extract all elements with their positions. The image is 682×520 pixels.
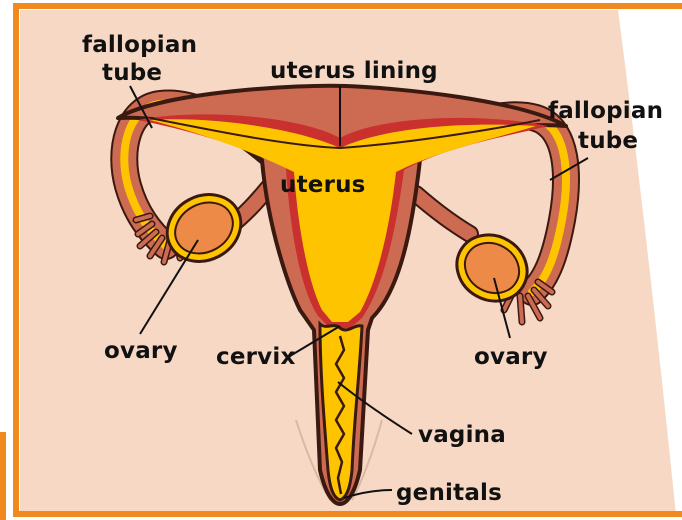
label-ovary-right: ovary [474, 344, 548, 370]
label-genitals: genitals [396, 480, 502, 506]
label-fallopian-tube-left-line2: tube [102, 60, 162, 86]
label-fallopian-tube-right-line2: tube [578, 128, 638, 154]
label-uterus-lining: uterus lining [270, 58, 438, 84]
label-fallopian-tube-right-line1: fallopian [548, 98, 663, 124]
label-ovary-left: ovary [104, 338, 178, 364]
label-uterus: uterus [280, 172, 366, 198]
label-vagina: vagina [418, 422, 506, 448]
label-fallopian-tube-left-line1: fallopian [82, 32, 197, 58]
label-cervix: cervix [216, 344, 296, 370]
frame-fragment-left [0, 432, 6, 520]
